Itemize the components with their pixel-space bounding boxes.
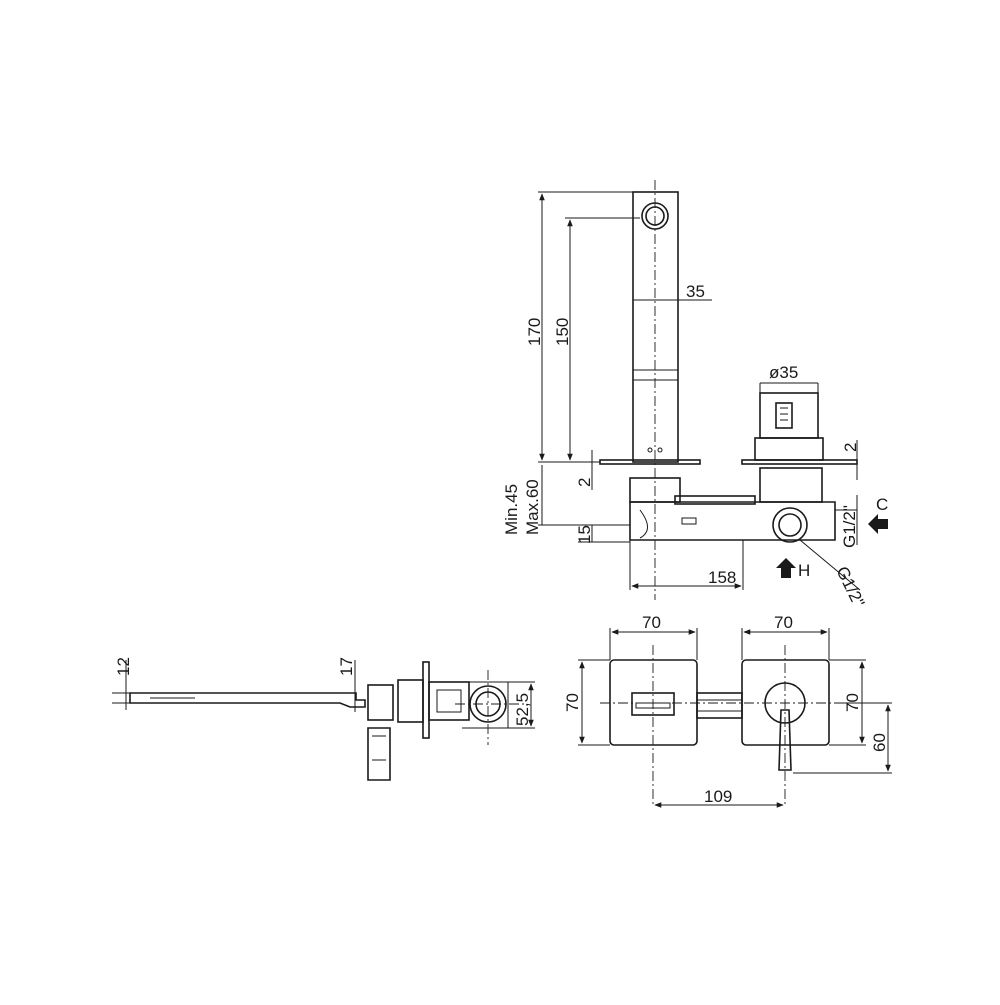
dim-70l-label: 70 (563, 693, 582, 712)
side-view: 12 17 52,5 (112, 657, 535, 781)
body-slot (681, 517, 697, 525)
hot-inlet-inner (778, 513, 802, 537)
side-rosette (397, 679, 424, 723)
side-body (428, 681, 470, 721)
cartridge-housing (759, 467, 823, 503)
handle-lever (759, 392, 819, 439)
screw-hole-2 (657, 447, 663, 453)
front-handle-lever (778, 709, 792, 771)
side-handle-lever (367, 727, 391, 781)
dim-dia-label: ø35 (769, 363, 798, 382)
in-wall-body (629, 501, 836, 541)
body-top-flange (674, 495, 756, 505)
hot-inlet-label: H (798, 561, 810, 580)
side-wall-plate (422, 661, 430, 739)
dim-170-label: 170 (525, 318, 544, 346)
dim-109-label: 109 (704, 787, 732, 806)
thread-bottom-leader (799, 539, 861, 591)
dim-2-left-label: 2 (575, 478, 594, 487)
dim-525-label: 52,5 (513, 693, 532, 726)
dim-70tr-label: 70 (774, 613, 793, 632)
front-spout-outlet (631, 692, 675, 716)
dim-depth-max-label: Max.60 (523, 479, 542, 535)
dim-60-label: 60 (870, 733, 889, 752)
dim-158-label: 158 (708, 568, 736, 587)
side-handle-hub (367, 684, 394, 721)
spout-outline (632, 191, 679, 463)
hot-inlet-arrow-icon (776, 558, 796, 578)
top-view: 35 170 150 ø35 2 2 Min.45 Max.60 15 (502, 180, 888, 610)
front-plate-handle (741, 659, 830, 746)
dim-15-label: 15 (575, 525, 594, 544)
thread-top-label: G1/2" (840, 505, 859, 548)
dim-35-label: 35 (686, 282, 705, 301)
cold-inlet-label: C (876, 495, 888, 514)
screw-hole (647, 447, 653, 453)
dim-17-label: 17 (337, 657, 356, 676)
cold-inlet-arrow-icon (868, 514, 888, 534)
dim-2-right-label: 2 (841, 443, 860, 452)
handle-indicator (775, 402, 793, 429)
front-view: 70 70 70 70 60 109 (563, 613, 892, 808)
side-body-inner (436, 689, 462, 713)
thread-bottom-label: G1/2" (832, 563, 868, 610)
dim-150-label: 150 (553, 318, 572, 346)
hot-inlet-outer (772, 507, 808, 543)
body-bend (639, 509, 648, 539)
front-connector (696, 692, 743, 719)
dim-depth-min-label: Min.45 (502, 484, 521, 535)
dim-70tl-label: 70 (642, 613, 661, 632)
dim-12-label: 12 (114, 657, 133, 676)
handle-rosette (754, 437, 824, 461)
side-spout (129, 692, 366, 708)
